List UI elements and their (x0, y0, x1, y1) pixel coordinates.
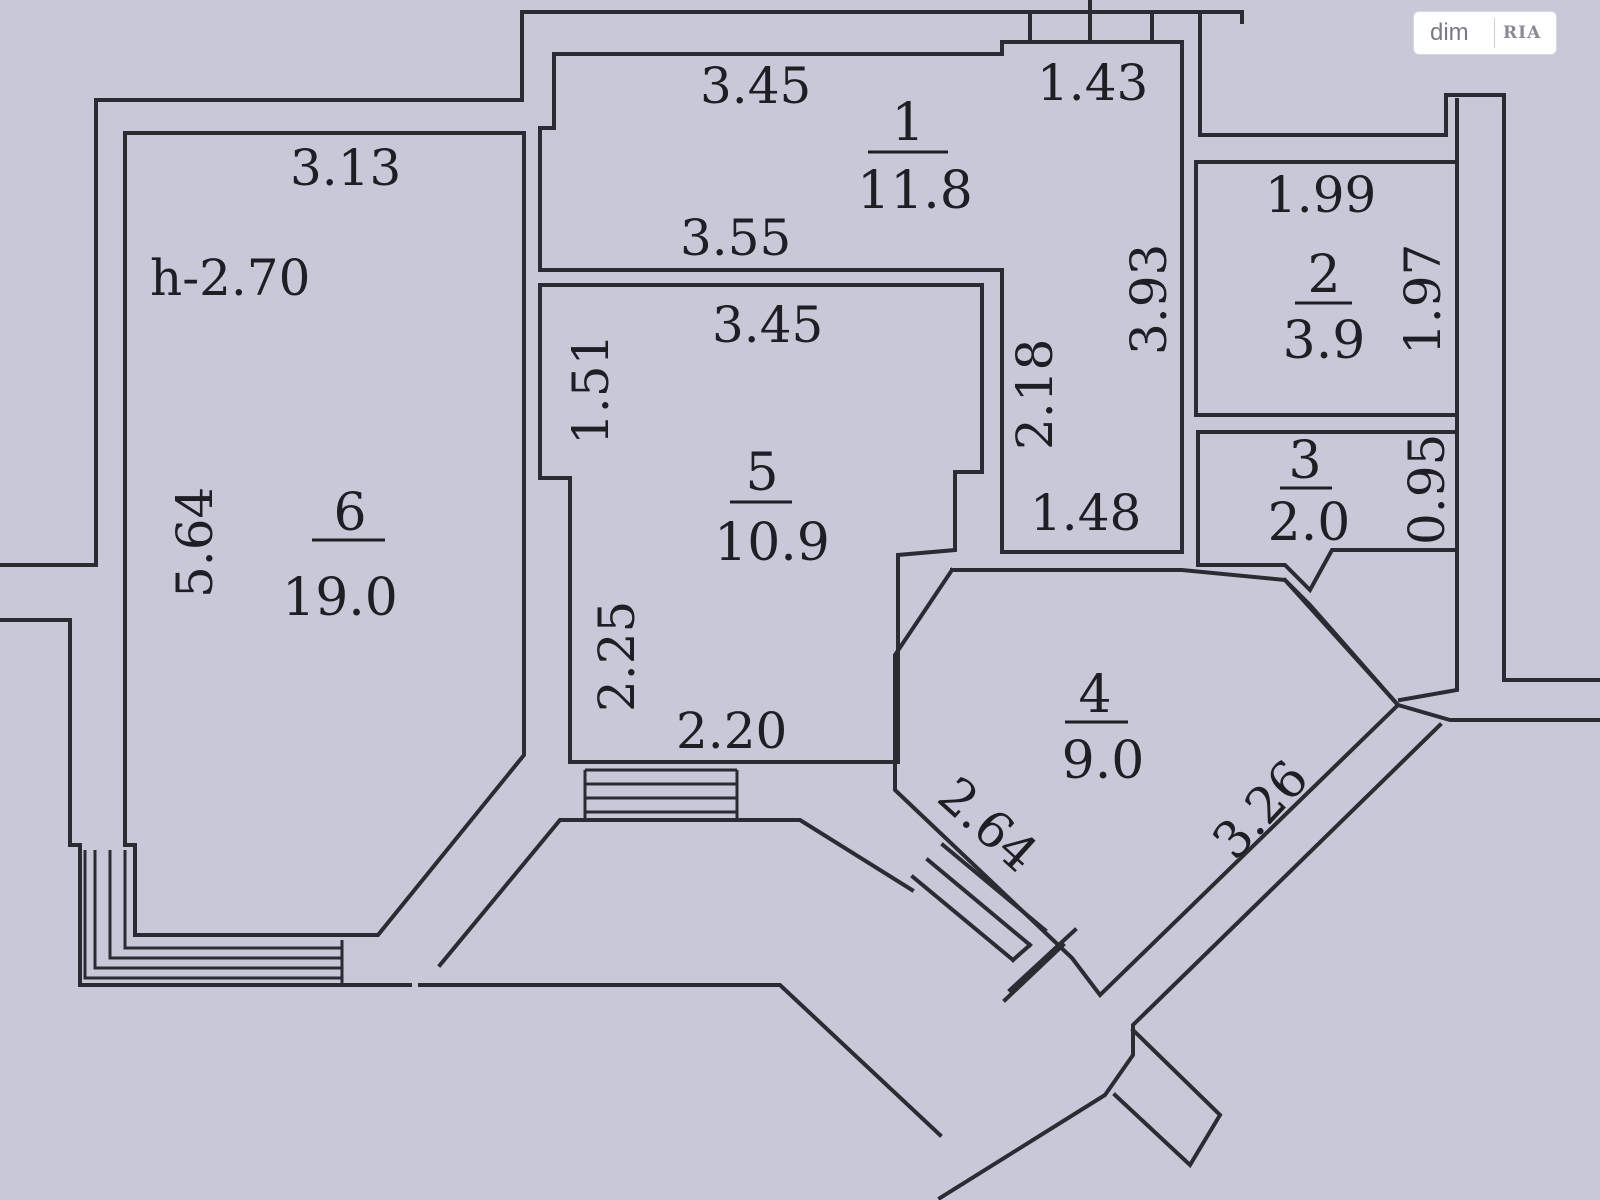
ceiling-height-label: h-2.70 (150, 249, 310, 307)
dimension-label: 1.97 (1394, 244, 1452, 355)
watermark-separator (1494, 18, 1495, 48)
room-6-area: 19.0 (282, 568, 398, 628)
room-5-window (583, 768, 739, 818)
room-6-outline (123, 131, 526, 937)
dimension-label: 3.93 (1120, 244, 1178, 355)
lower-right-exterior (937, 702, 1600, 1200)
room-labels: 1 11.8 2 3.9 3 2.0 4 9.0 5 10.9 6 19.0 (150, 93, 1365, 791)
dimension-label: 2.64 (927, 766, 1049, 884)
room-4-area: 9.0 (1062, 731, 1145, 791)
room-6-window (83, 850, 344, 985)
dimension-label: 3.26 (1201, 749, 1319, 870)
room-4-window (910, 842, 1078, 1003)
dimension-label: 1.43 (1037, 54, 1148, 112)
dimension-label: 3.45 (712, 296, 823, 354)
room-5-area: 10.9 (714, 513, 830, 573)
room-1-number: 1 (891, 93, 924, 153)
dimension-labels: 3.45 1.43 3.13 3.55 3.45 1.51 2.18 3.93 … (166, 54, 1456, 883)
dimension-label: 0.95 (1398, 434, 1456, 545)
room-3-number: 3 (1288, 431, 1321, 491)
dimension-label: 1.99 (1265, 166, 1376, 224)
watermark-logo: dim RIA (1414, 12, 1556, 54)
dimension-label: 5.64 (166, 487, 224, 598)
room-5-room-1-divider (538, 268, 1004, 287)
room-4-number: 4 (1078, 665, 1111, 725)
dimension-label: 3.13 (290, 139, 401, 197)
dimension-label: 1.51 (562, 334, 620, 445)
watermark-brand: dim (1430, 19, 1469, 46)
room-4-outline (893, 567, 1401, 999)
room-2-number: 2 (1307, 245, 1340, 305)
room-1-outline (538, 40, 1184, 554)
room-6-number: 6 (333, 483, 366, 543)
room-3-area: 2.0 (1268, 493, 1351, 553)
room-1-area: 11.8 (857, 161, 973, 221)
dimension-label: 3.45 (700, 57, 811, 115)
dimension-label: 3.55 (680, 209, 791, 267)
dimension-label: 1.48 (1030, 484, 1141, 542)
room-2-area: 3.9 (1283, 311, 1366, 371)
entrance-door (1112, 1027, 1223, 1169)
room-5-number: 5 (745, 443, 778, 503)
dimension-label: 2.20 (676, 702, 787, 760)
room-4-diagonal-wall (1282, 577, 1401, 708)
dimension-label: 2.25 (588, 601, 646, 712)
room-5-outline (538, 283, 984, 764)
exterior-wall-right-outer (1397, 98, 1459, 703)
exterior-wall-left-lower (0, 618, 412, 987)
dimension-label: 2.18 (1006, 339, 1064, 450)
exterior-wall-right (1198, 10, 1600, 682)
exterior-wall-top (520, 0, 1244, 44)
balcony-outline (418, 818, 943, 1138)
watermark-brand-secondary: RIA (1503, 23, 1542, 43)
